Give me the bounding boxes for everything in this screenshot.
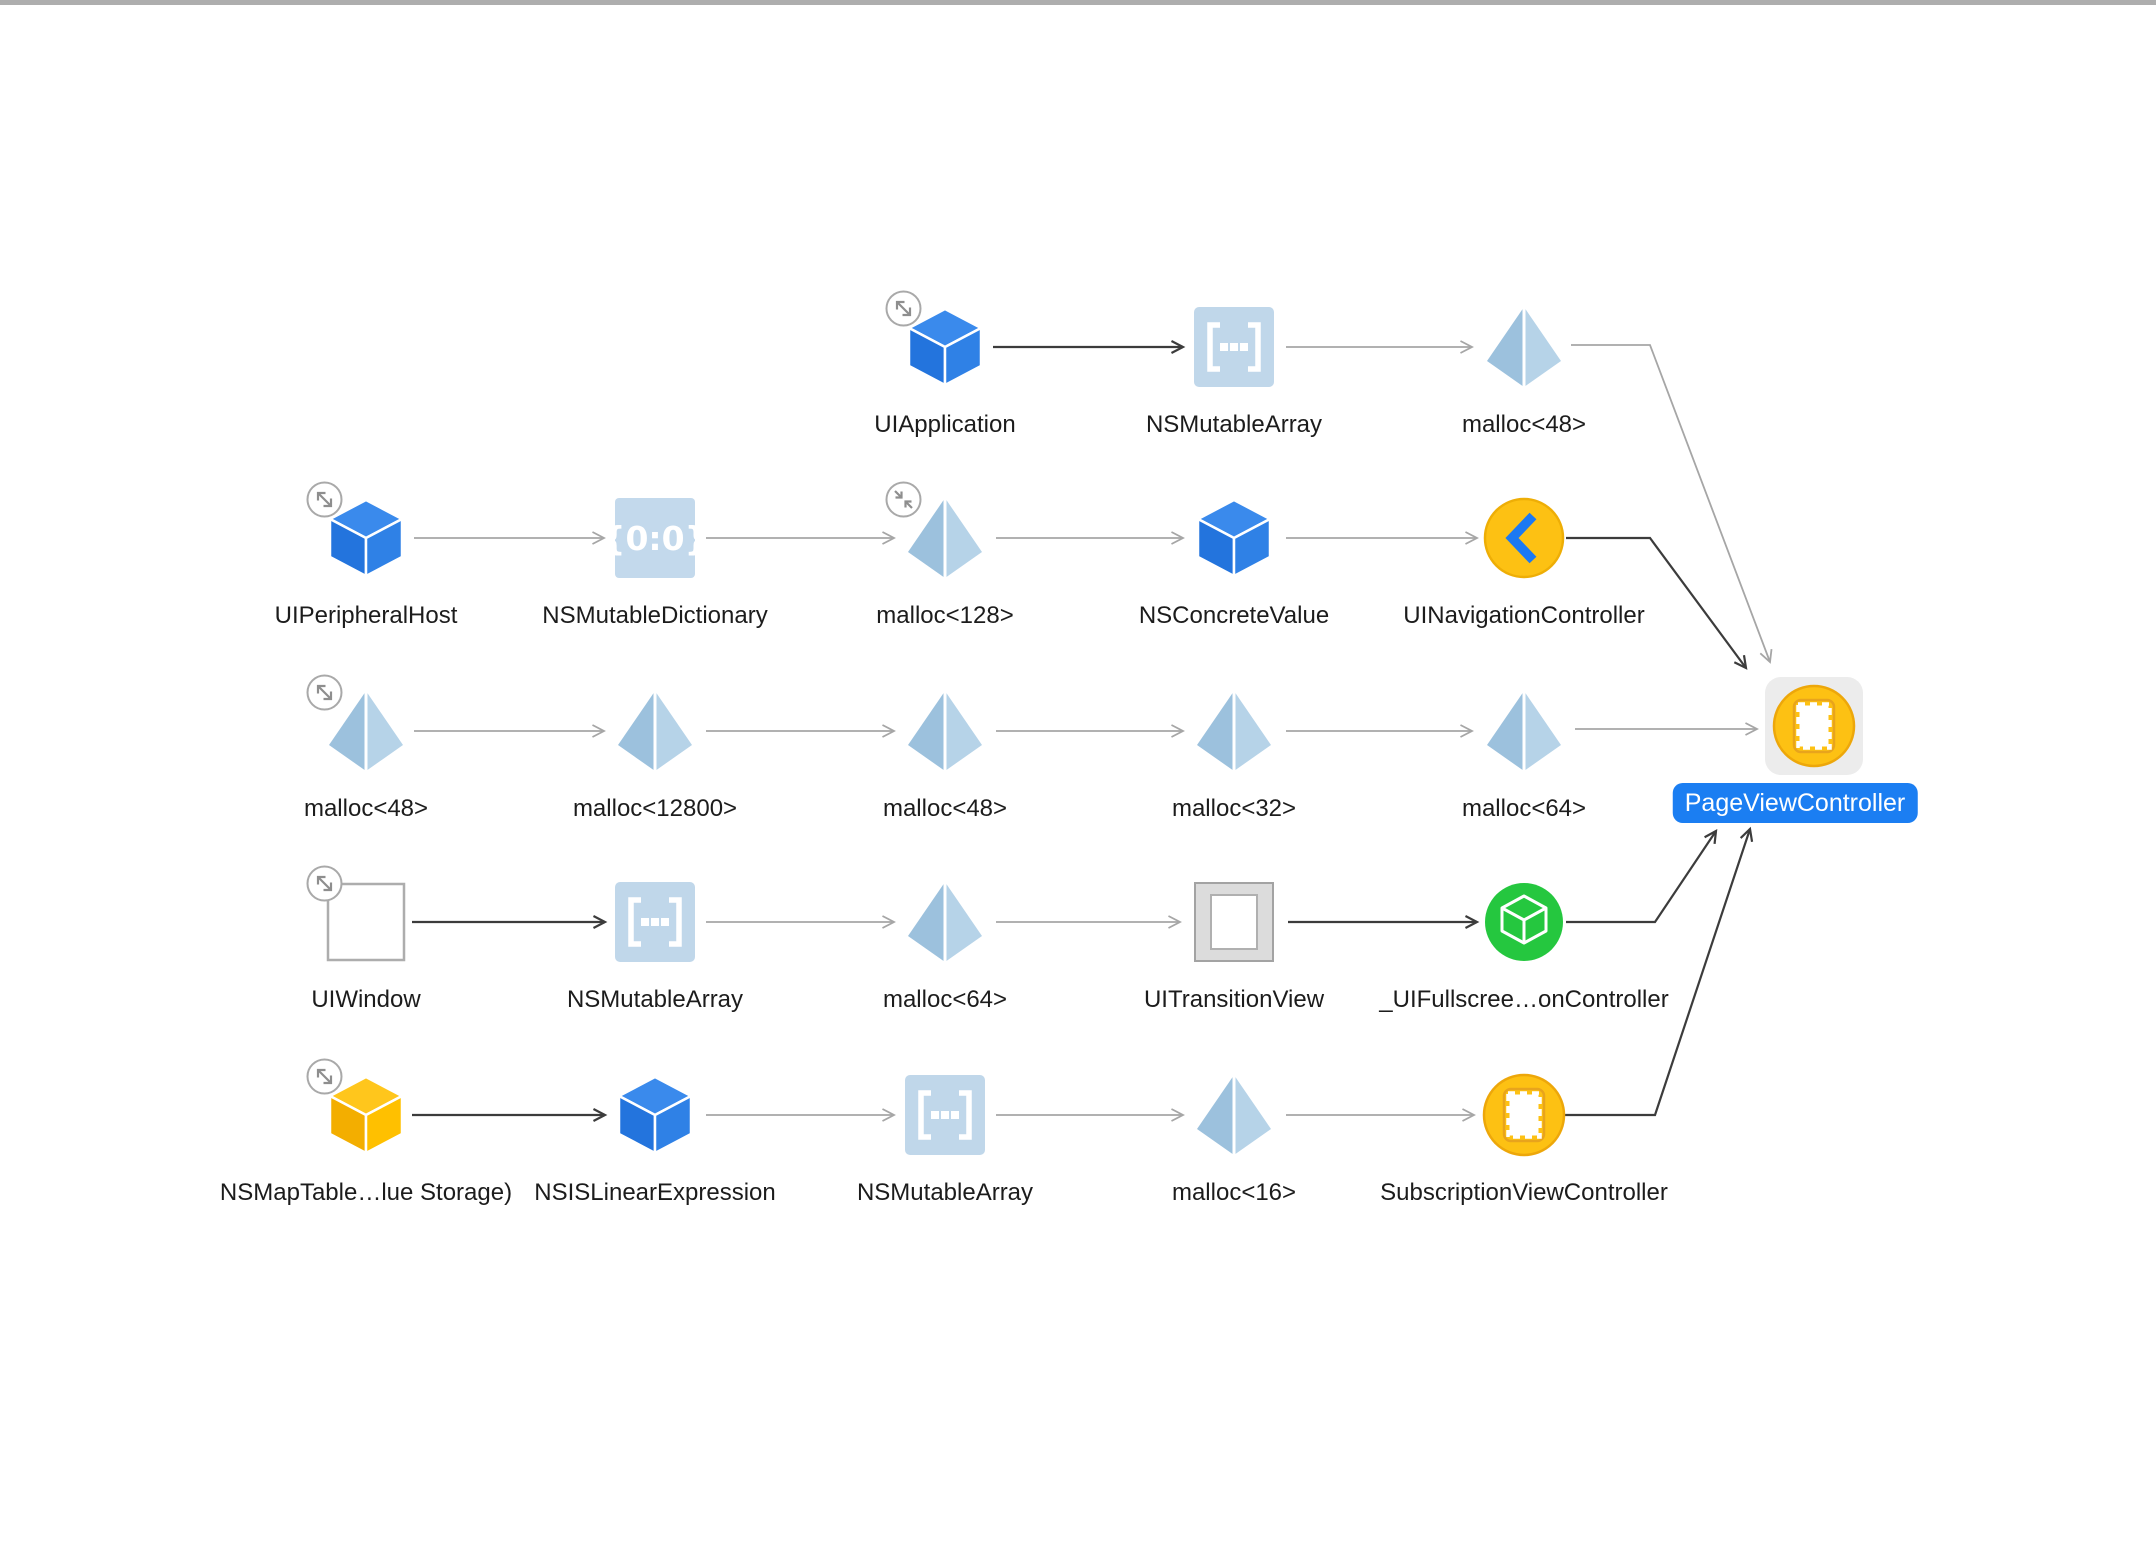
- memory-pyramid-icon: [902, 879, 988, 965]
- memory-pyramid-icon: [1481, 304, 1567, 390]
- node-label: malloc<48>: [882, 795, 1008, 822]
- node-label: malloc<128>: [876, 602, 1014, 629]
- node-label: NSISLinearExpression: [534, 1179, 776, 1206]
- node-label: _UIFullscree…onController: [1379, 986, 1669, 1013]
- node-label: malloc<48>: [1461, 411, 1587, 438]
- memory-pyramid-icon: [902, 688, 988, 774]
- array-brackets-icon: [1191, 304, 1277, 390]
- viewcontroller-dashed-square-icon: [1771, 683, 1857, 769]
- svg-text:{0:0}: {0:0}: [612, 519, 698, 558]
- selected-node-card: [1765, 677, 1863, 775]
- blue-cube-icon: [1191, 495, 1277, 581]
- blue-cube-icon: [902, 304, 988, 390]
- node-label: NSMutableArray: [1145, 411, 1323, 438]
- yellow-cube-icon: [323, 1072, 409, 1158]
- window-top-strip: [0, 0, 2156, 5]
- memory-pyramid-icon: [902, 495, 988, 581]
- node-label: malloc<12800>: [572, 795, 738, 822]
- window-square-icon: [323, 879, 409, 965]
- node-label: malloc<32>: [1171, 795, 1297, 822]
- expand-badge[interactable]: [306, 1058, 343, 1095]
- memory-pyramid-icon: [612, 688, 698, 774]
- transition-frame-icon: [1191, 879, 1277, 965]
- node-label: UIWindow: [311, 986, 421, 1013]
- memory-pyramid-icon: [1191, 1072, 1277, 1158]
- array-brackets-icon: [612, 879, 698, 965]
- blue-cube-icon: [612, 1072, 698, 1158]
- node-label: NSMapTable…lue Storage): [219, 1179, 513, 1206]
- dictionary-braces-icon: {0:0}: [612, 495, 698, 581]
- expand-badge[interactable]: [306, 481, 343, 518]
- node-label: malloc<64>: [882, 986, 1008, 1013]
- viewcontroller-dashed-square-icon: [1481, 1072, 1567, 1158]
- node-label: UIPeripheralHost: [274, 602, 458, 629]
- array-brackets-icon: [902, 1072, 988, 1158]
- navigation-chevron-icon: [1481, 495, 1567, 581]
- blue-cube-icon: [323, 495, 409, 581]
- green-cube-circle-icon: [1481, 879, 1567, 965]
- expand-badge[interactable]: [306, 865, 343, 902]
- collapse-badge[interactable]: [885, 481, 922, 518]
- expand-badge[interactable]: [885, 290, 922, 327]
- node-label: UITransitionView: [1143, 986, 1325, 1013]
- node-label: malloc<48>: [303, 795, 429, 822]
- memory-pyramid-icon: [323, 688, 409, 774]
- node-label: UIApplication: [874, 411, 1016, 438]
- node-label: NSConcreteValue: [1138, 602, 1330, 629]
- node-label: malloc<16>: [1171, 1179, 1297, 1206]
- memory-pyramid-icon: [1481, 688, 1567, 774]
- node-label: UINavigationController: [1403, 602, 1645, 629]
- node-label: NSMutableArray: [566, 986, 744, 1013]
- node-label: NSMutableDictionary: [542, 602, 768, 629]
- node-label: NSMutableArray: [856, 1179, 1034, 1206]
- memory-pyramid-icon: [1191, 688, 1277, 774]
- node-label: SubscriptionViewController: [1380, 1179, 1668, 1206]
- selected-node-label[interactable]: PageViewController: [1672, 783, 1918, 823]
- node-label: malloc<64>: [1461, 795, 1587, 822]
- expand-badge[interactable]: [306, 674, 343, 711]
